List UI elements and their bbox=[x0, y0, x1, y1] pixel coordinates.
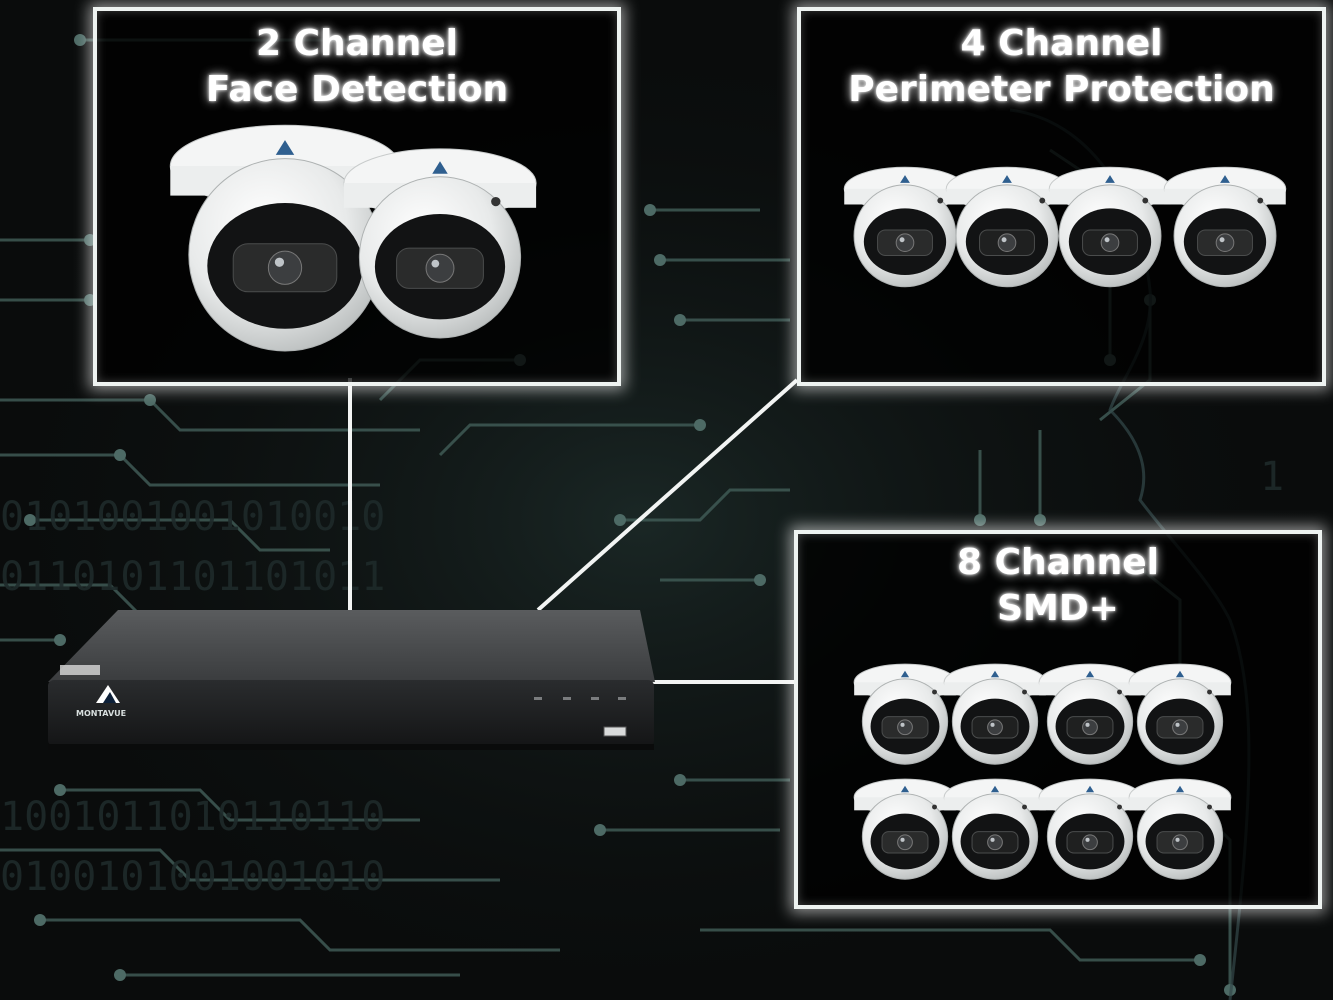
montavue-logo-icon bbox=[1175, 670, 1185, 678]
dome-camera-icon bbox=[1128, 663, 1232, 765]
connector-lines bbox=[348, 378, 799, 684]
svg-text:1: 1 bbox=[1260, 454, 1284, 500]
dome-camera-icon bbox=[853, 663, 957, 765]
dome-camera-icon bbox=[1048, 166, 1172, 288]
montavue-logo-icon bbox=[1085, 785, 1095, 793]
dome-camera-icon bbox=[853, 778, 957, 880]
smd-plus-title: 8 Channel SMD+ bbox=[798, 540, 1318, 632]
montavue-logo-icon bbox=[1105, 175, 1115, 183]
perimeter-protection-channels: 4 Channel bbox=[960, 23, 1163, 64]
face-detection-feature: Face Detection bbox=[205, 69, 509, 110]
perimeter-protection-feature: Perimeter Protection bbox=[848, 69, 1275, 110]
face-detection-title: 2 Channel Face Detection bbox=[97, 21, 617, 113]
montavue-logo-icon bbox=[432, 161, 448, 174]
dome-camera-icon bbox=[1038, 778, 1142, 880]
perimeter-protection-title: 4 Channel Perimeter Protection bbox=[801, 21, 1322, 113]
smd-plus-feature: SMD+ bbox=[997, 588, 1119, 629]
dome-camera-icon bbox=[1038, 663, 1142, 765]
dome-camera-icon bbox=[1128, 778, 1232, 880]
montavue-logo-icon bbox=[990, 670, 1000, 678]
svg-text:0101001001010010: 0101001001010010 bbox=[0, 494, 385, 540]
montavue-logo-icon bbox=[900, 175, 910, 183]
montavue-logo-icon bbox=[1175, 785, 1185, 793]
montavue-logo-icon bbox=[1085, 670, 1095, 678]
montavue-logo-icon bbox=[900, 785, 910, 793]
face-detection-channels: 2 Channel bbox=[256, 23, 458, 64]
svg-text:0100101001001010: 0100101001001010 bbox=[0, 854, 385, 900]
montavue-logo-icon bbox=[990, 785, 1000, 793]
montavue-logo-icon bbox=[1220, 175, 1230, 183]
smd-plus-channels: 8 Channel bbox=[957, 542, 1159, 583]
nvr-brand-label: MONTAVUE bbox=[76, 709, 126, 718]
dome-camera-icon bbox=[943, 663, 1047, 765]
dome-camera-icon bbox=[943, 778, 1047, 880]
svg-text:0110101101101011: 0110101101101011 bbox=[0, 554, 385, 600]
dome-camera-icon bbox=[1163, 166, 1287, 288]
dome-camera-icon bbox=[945, 166, 1069, 288]
montavue-logo-icon bbox=[900, 670, 910, 678]
svg-text:1001011010110110: 1001011010110110 bbox=[0, 794, 385, 840]
binary-pattern: 0101001001010010 0110101101101011 100101… bbox=[0, 454, 1284, 900]
montavue-logo-icon bbox=[1002, 175, 1012, 183]
dome-camera-icon bbox=[343, 148, 537, 339]
montavue-logo-icon bbox=[275, 140, 295, 155]
montavue-logo-icon bbox=[96, 685, 120, 703]
nvr-recorder-icon: MONTAVUE bbox=[48, 610, 655, 750]
usb-port bbox=[603, 726, 627, 737]
